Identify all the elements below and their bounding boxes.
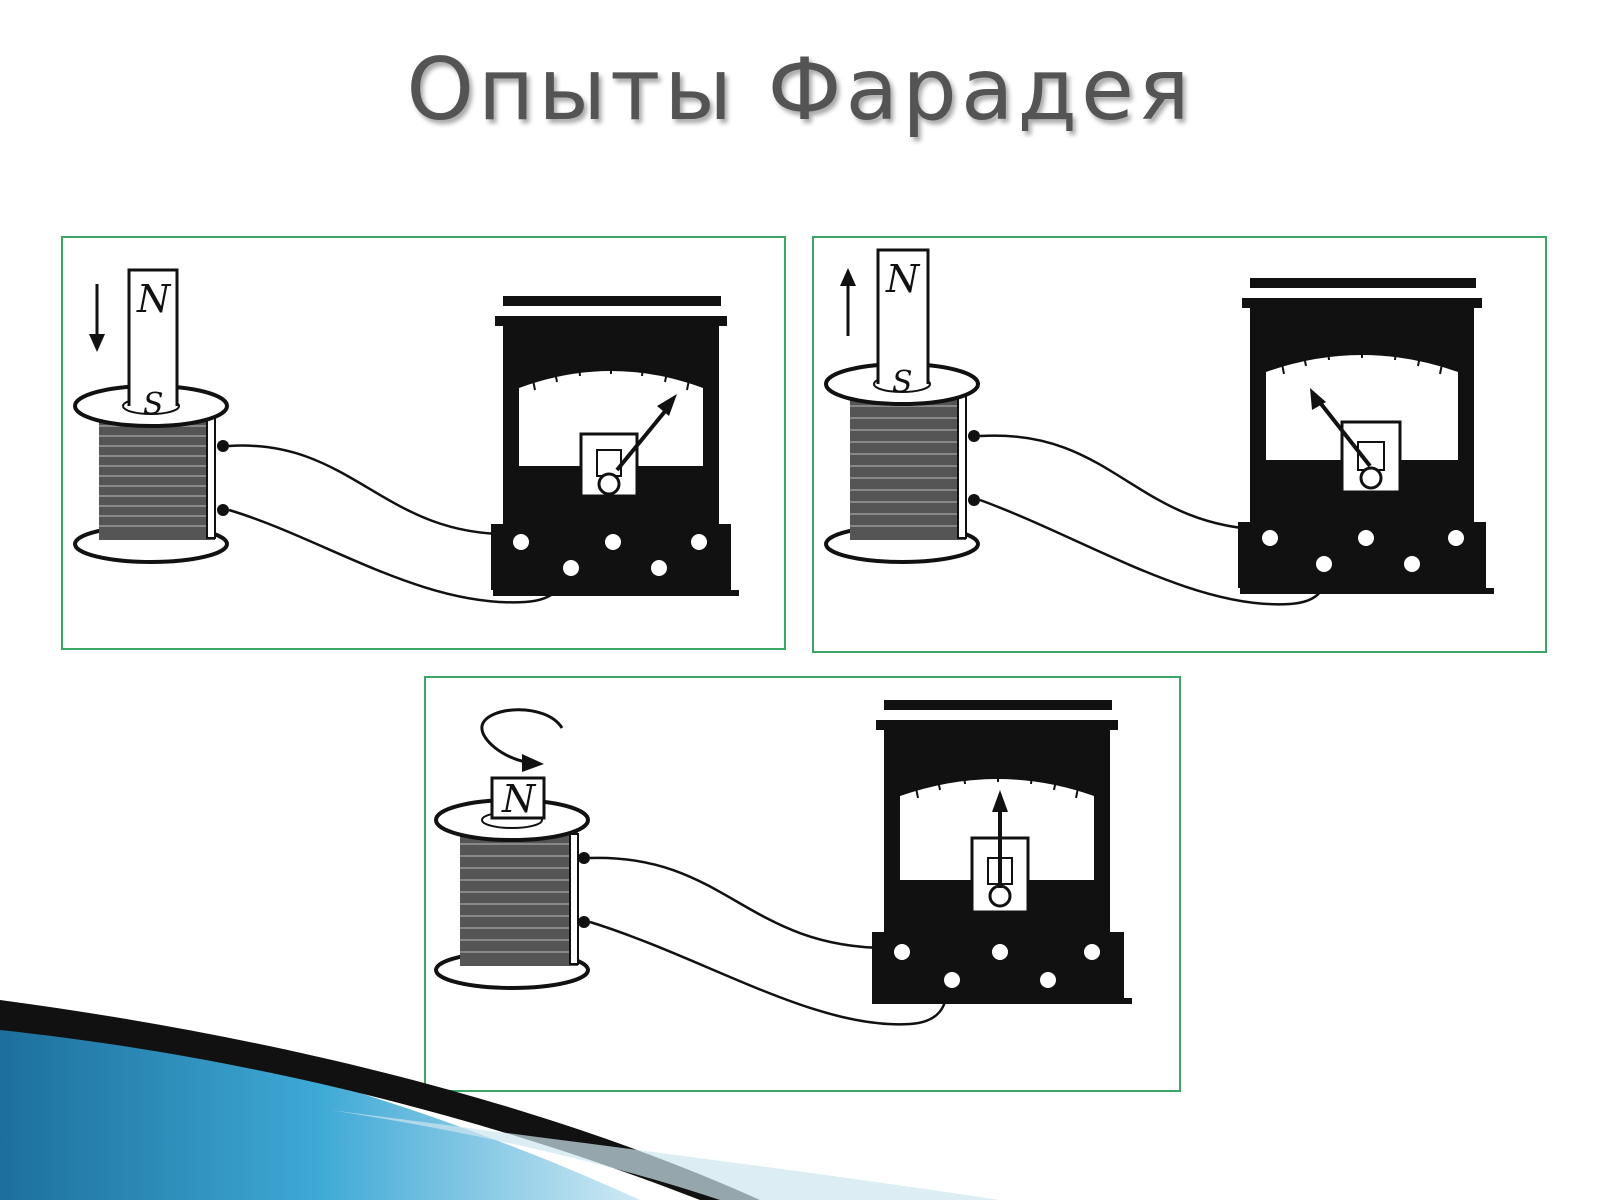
magnet-north-label: N [136,277,172,321]
galvanometer [1238,278,1494,594]
magnet-south-label: S [892,365,913,400]
galvanometer [491,296,739,596]
scale-zero-label: 0 [1356,323,1370,348]
experiment-panel-magnet-rotate: N 0 [424,676,1181,1092]
magnet-north-label: N [501,777,537,821]
scale-zero-label: 0 [992,743,1006,768]
galvanometer-needle [615,394,677,472]
galvanometer [872,700,1132,1004]
experiment-panel-magnet-down: N S [61,236,786,650]
experiment-illustration: N S [73,268,739,604]
rotate-arrow-icon [480,708,564,772]
magnet-south-label: S [143,387,164,422]
connecting-wires [589,856,950,1026]
coil [434,798,590,990]
experiment-illustration: N S [824,248,1494,606]
scale-zero-label: 0 [605,341,619,366]
coil [824,348,980,564]
experiment-illustration: N 0 [434,700,1132,1026]
bar-magnet [490,776,546,820]
coil [73,368,229,564]
magnet-north-label: N [885,257,921,301]
galvanometer-needle [1310,388,1372,468]
arrow-up-icon [840,268,856,336]
galvanometer-needle [992,790,1008,888]
slide-title: Опыты Фарадея [406,40,1194,140]
arrow-down-icon [89,284,105,352]
experiment-panel-magnet-up: N S [812,236,1547,653]
